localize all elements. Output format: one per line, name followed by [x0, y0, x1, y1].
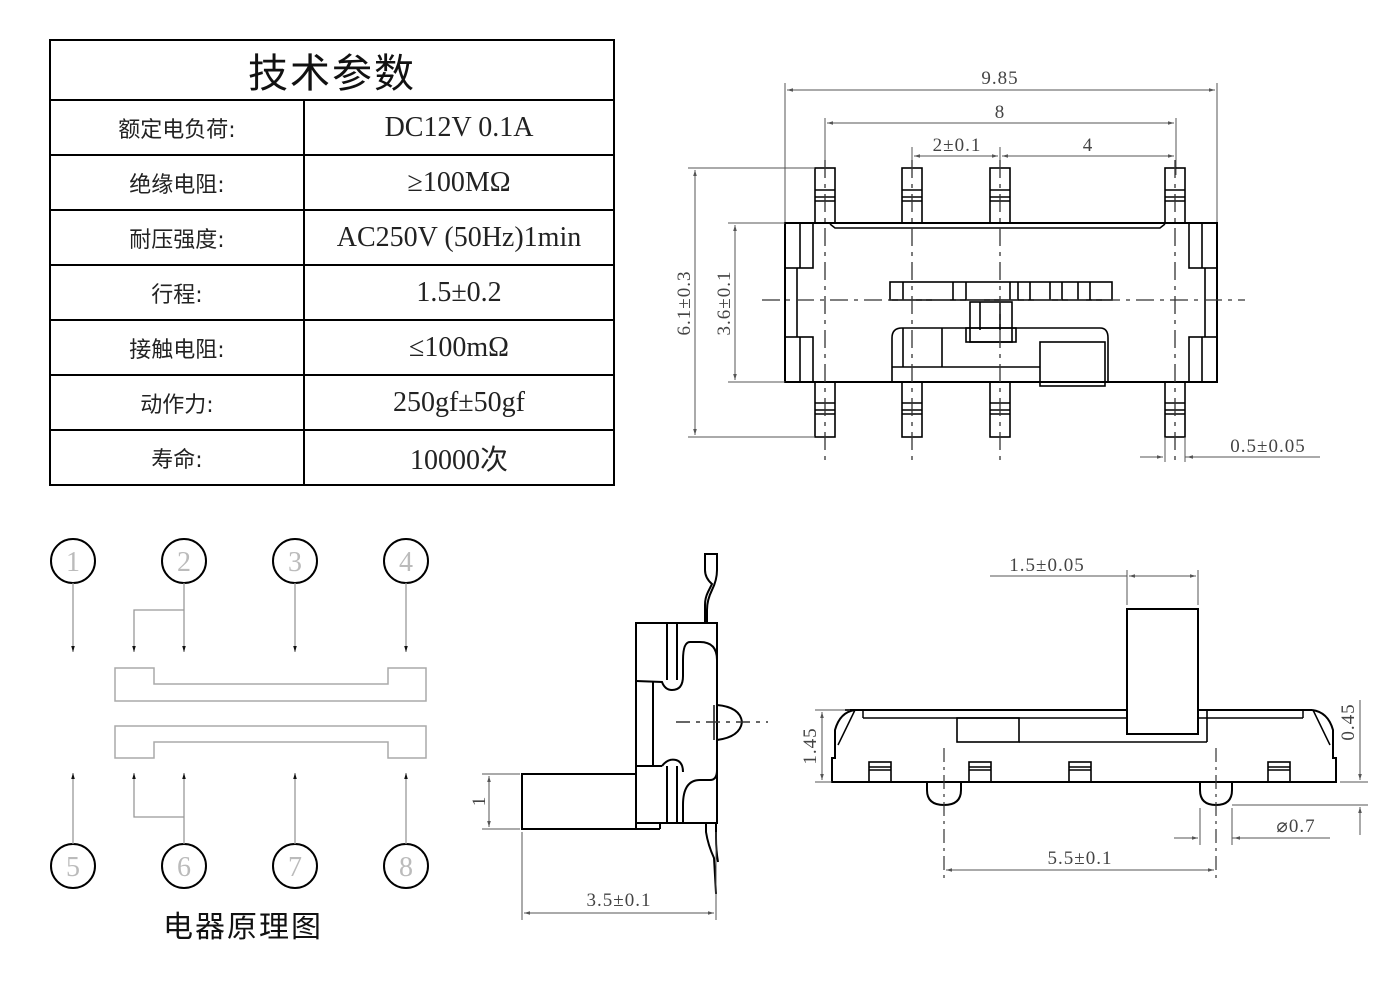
- spec-label-travel: 行程:: [49, 264, 305, 321]
- pin-label-3: 3: [288, 547, 302, 578]
- pin-label-6: 6: [177, 852, 191, 883]
- spec-label-life: 寿命:: [49, 429, 305, 486]
- spec-row: 寿命: 10000次: [49, 429, 615, 486]
- dim-pin-width: [1140, 437, 1320, 462]
- front-dims: [815, 570, 1368, 872]
- spec-row: 绝缘电阻: ≥100MΩ: [49, 154, 615, 211]
- schematic-caption: 电器原理图: [163, 910, 323, 945]
- dim-label-overall-width: 9.85: [981, 68, 1018, 89]
- top-view: 9.85 8 2±0.1 4: [674, 68, 1320, 462]
- spec-value-rated-load: DC12V 0.1A: [303, 99, 615, 156]
- dim-label-pin-group-span: 4: [1083, 135, 1094, 156]
- spec-title-row: 技术参数: [49, 39, 615, 101]
- spec-title: 技术参数: [49, 39, 615, 101]
- pin-label-2: 2: [177, 547, 191, 578]
- spec-row: 动作力: 250gf±50gf: [49, 374, 615, 431]
- pin-label-7: 7: [288, 852, 302, 883]
- spec-label-contact-resistance: 接触电阻:: [49, 319, 305, 376]
- spec-label-withstand: 耐压强度:: [49, 209, 305, 266]
- side-dims: [482, 773, 717, 920]
- spec-value-insulation: ≥100MΩ: [303, 154, 615, 211]
- spec-value-withstand: AC250V (50Hz)1min: [303, 209, 615, 266]
- spec-value-life: 10000次: [303, 429, 615, 486]
- pin-label-4: 4: [399, 547, 413, 578]
- spec-row: 行程: 1.5±0.2: [49, 264, 615, 321]
- spec-label-insulation: 绝缘电阻:: [49, 154, 305, 211]
- end-brackets: [784, 222, 1218, 383]
- schematic-leads: [71, 583, 408, 844]
- dim-overall-width: [784, 83, 1218, 225]
- dim-label-post-height: 0.45: [1338, 703, 1359, 740]
- actuator: [1126, 608, 1199, 735]
- schematic: 1 2 3 4 5 6 7 8: [50, 538, 429, 889]
- dim-label-actuator-width: 1.5±0.05: [1009, 555, 1084, 576]
- side-view: 1 3.5±0.1: [469, 553, 768, 920]
- spec-row: 额定电负荷: DC12V 0.1A: [49, 99, 615, 156]
- dim-label-pin-span: 8: [995, 102, 1006, 123]
- pin-label-5: 5: [66, 852, 80, 883]
- spec-value-travel: 1.5±0.2: [303, 264, 615, 321]
- contact-bars: [114, 667, 427, 759]
- dim-label-pin-width: 0.5±0.05: [1230, 436, 1305, 457]
- spec-row: 耐压强度: AC250V (50Hz)1min: [49, 209, 615, 266]
- switch-body-top: [784, 222, 1218, 383]
- spec-label-rated-load: 额定电负荷:: [49, 99, 305, 156]
- centre-lines: [762, 160, 1245, 460]
- dim-label-depth: 3.5±0.1: [587, 890, 652, 911]
- dim-label-body-height: 3.6±0.1: [714, 271, 735, 336]
- dim-label-actuator-thickness: 1: [469, 796, 490, 807]
- spec-label-force: 动作力:: [49, 374, 305, 431]
- spec-table: 技术参数 额定电负荷: DC12V 0.1A 绝缘电阻: ≥100MΩ 耐压强度…: [49, 39, 615, 486]
- dim-label-post-diameter: ⌀0.7: [1276, 816, 1315, 837]
- front-terminals: [868, 761, 1291, 783]
- spec-value-force: 250gf±50gf: [303, 374, 615, 431]
- spec-row: 接触电阻: ≤100mΩ: [49, 319, 615, 376]
- dim-label-post-spacing: 5.5±0.1: [1048, 848, 1113, 869]
- dim-label-body-height-front: 1.45: [800, 727, 821, 764]
- spec-value-contact-resistance: ≤100mΩ: [303, 319, 615, 376]
- dim-label-pin-pitch: 2±0.1: [933, 135, 982, 156]
- dim-overall-height: [688, 167, 815, 438]
- dim-label-overall-height: 6.1±0.3: [674, 271, 695, 336]
- slider-internals: [889, 281, 1113, 387]
- pin-label-8: 8: [399, 852, 413, 883]
- front-view: 1.5±0.05 1.45 0.45 ⌀0.7 5.5±0.1: [800, 555, 1368, 878]
- pin-label-1: 1: [66, 547, 80, 578]
